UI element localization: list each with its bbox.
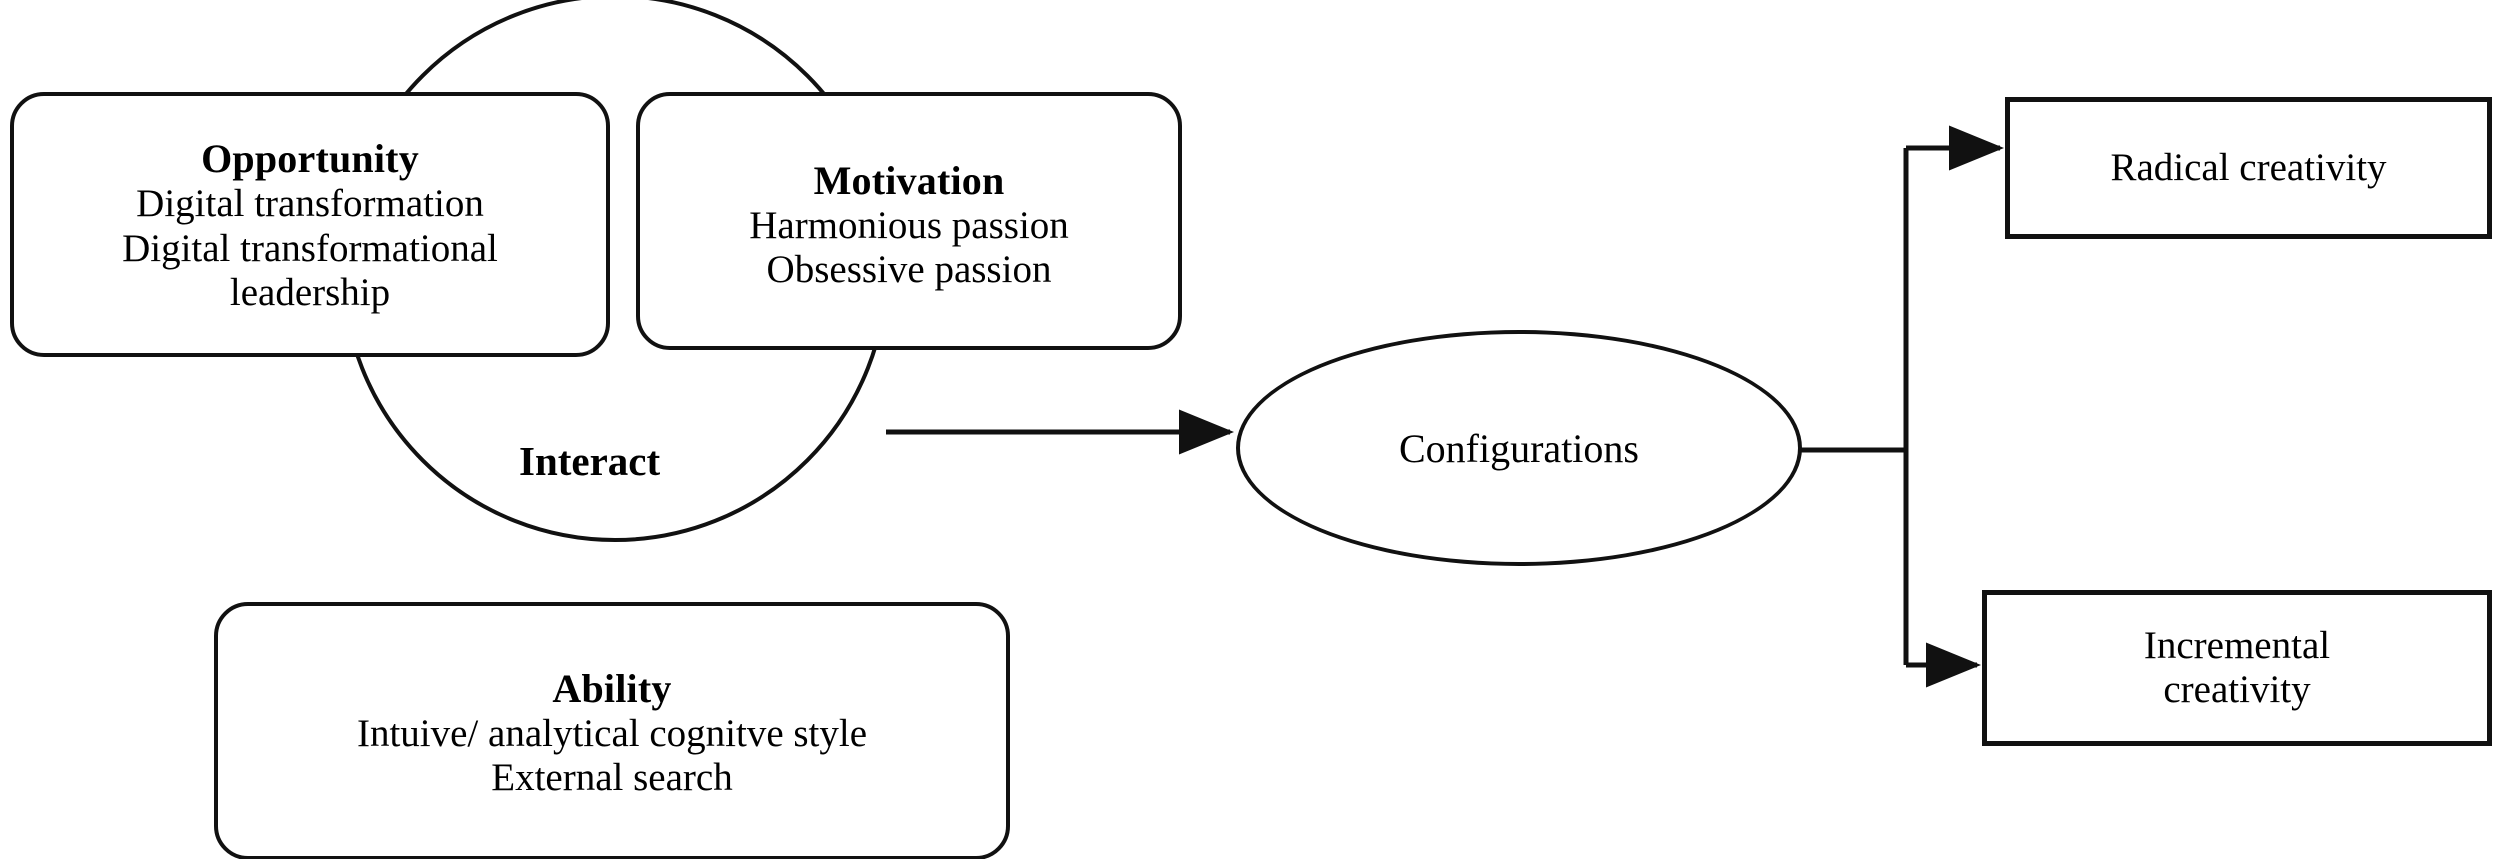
node-radical-creativity-label: Radical creativity [2110,145,2387,189]
node-opportunity-line-3: leadership [229,271,391,315]
node-motivation-line-1: Harmonious passion [749,203,1069,247]
interact-label: Interact [519,438,661,484]
node-ability-line-2: External search [491,756,733,800]
node-ability-title: Ability [552,666,672,712]
node-incremental-creativity-line-1: Incremental [2143,623,2331,667]
node-ability[interactable]: Ability Intuive/ analytical cognitve sty… [214,602,1010,859]
node-configurations[interactable]: Configurations [1236,330,1802,566]
node-radical-creativity[interactable]: Radical creativity [2005,97,2492,239]
node-incremental-creativity[interactable]: Incremental creativity [1982,590,2492,746]
node-motivation-line-2: Obsessive passion [766,248,1052,292]
node-motivation[interactable]: Motivation Harmonious passion Obsessive … [636,92,1182,350]
node-ability-line-1: Intuive/ analytical cognitve style [356,711,868,755]
node-configurations-label: Configurations [1399,425,1639,471]
node-opportunity[interactable]: Opportunity Digital transformation Digit… [10,92,610,357]
node-opportunity-title: Opportunity [201,136,419,182]
node-motivation-title: Motivation [813,158,1005,204]
node-incremental-creativity-line-2: creativity [2163,668,2311,711]
node-opportunity-line-1: Digital transformation [136,182,484,226]
node-opportunity-line-2: Digital transformational [122,226,498,270]
